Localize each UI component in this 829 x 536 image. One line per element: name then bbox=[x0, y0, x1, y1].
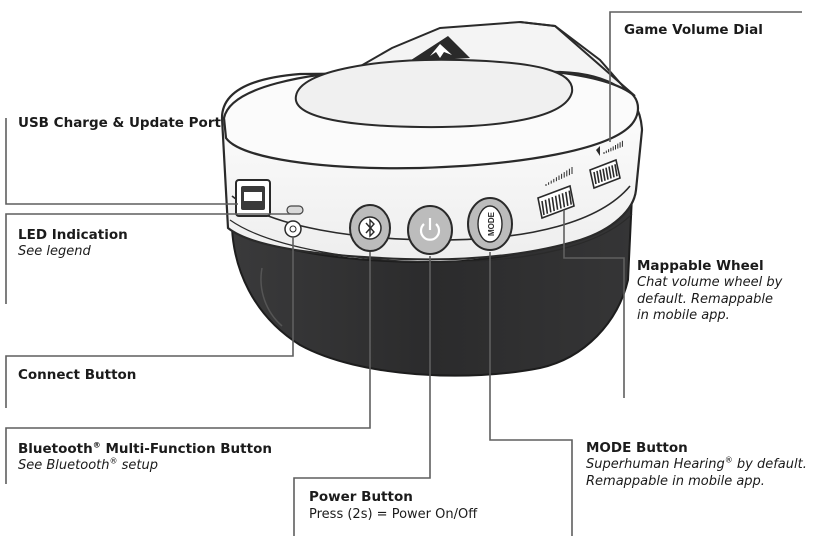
mappable-desc-2: default. Remappable bbox=[637, 291, 773, 307]
volume-icon bbox=[596, 146, 600, 156]
label-power: Power Button Press (2s) = Power On/Off bbox=[309, 489, 477, 523]
wheel-ridge bbox=[605, 167, 609, 180]
line-mode bbox=[489, 252, 573, 536]
line-led bbox=[5, 213, 290, 304]
wheel-ridge bbox=[608, 166, 612, 179]
bluetooth-title: Bluetooth® Multi-Function Button bbox=[18, 441, 272, 458]
wheel-ridge bbox=[611, 165, 615, 178]
bluetooth-title-main: Bluetooth bbox=[18, 441, 93, 457]
mappable-wheel-graphic bbox=[537, 167, 575, 220]
bluetooth-desc-main: See Bluetooth bbox=[18, 458, 110, 473]
wheel-ridge bbox=[554, 195, 559, 210]
bluetooth-desc-rest: setup bbox=[117, 458, 158, 473]
mode-button-graphic: MODE bbox=[467, 197, 513, 251]
wheel-ridge bbox=[593, 171, 597, 185]
bluetooth-desc: See Bluetooth® setup bbox=[18, 456, 272, 475]
mappable-desc-1: Chat volume wheel by bbox=[637, 275, 783, 290]
line-game-volume bbox=[609, 11, 802, 142]
wheel-ridge bbox=[602, 168, 606, 181]
line-connect bbox=[5, 236, 294, 408]
cushion-crease bbox=[260, 267, 283, 327]
label-usb-port: USB Charge & Update Port bbox=[18, 115, 221, 132]
bluetooth-desc-sup: ® bbox=[109, 456, 118, 466]
mode-desc-1: Superhuman Hearing® by default. bbox=[586, 455, 807, 474]
wheel-ridge bbox=[599, 169, 603, 182]
mode-button-text: MODE bbox=[487, 211, 496, 236]
wheel-ridge bbox=[565, 191, 569, 207]
connect-button-graphic bbox=[284, 220, 302, 238]
label-connect: Connect Button bbox=[18, 367, 136, 384]
power-button-graphic bbox=[407, 205, 453, 255]
ear-cushion-band bbox=[230, 192, 634, 377]
line-bluetooth bbox=[5, 252, 371, 484]
wheel-ridge bbox=[614, 164, 618, 177]
power-title: Power Button bbox=[309, 489, 413, 505]
mode-desc-1-main: Superhuman Hearing bbox=[586, 457, 725, 472]
label-bluetooth: Bluetooth® Multi-Function Button See Blu… bbox=[18, 441, 272, 475]
lid-dome bbox=[294, 58, 574, 129]
trim-ring bbox=[229, 213, 633, 263]
wheel-ridge bbox=[541, 200, 545, 216]
line-mappable bbox=[563, 210, 625, 398]
line-usb bbox=[5, 118, 238, 205]
label-led: LED Indication See legend bbox=[18, 227, 128, 261]
label-mappable-wheel: Mappable Wheel Chat volume wheel by defa… bbox=[637, 258, 782, 325]
usb-port-title: USB Charge & Update Port bbox=[18, 115, 221, 131]
turtle-beach-logo-icon bbox=[408, 36, 470, 62]
bluetooth-icon bbox=[365, 218, 375, 238]
connect-title: Connect Button bbox=[18, 367, 137, 383]
wheel-ridge bbox=[561, 193, 566, 208]
game-volume-dial-graphic bbox=[589, 140, 623, 190]
strap-edge bbox=[519, 21, 636, 97]
led-light bbox=[286, 205, 304, 215]
mappable-desc-3: in mobile app. bbox=[637, 308, 730, 323]
wheel-ridge bbox=[548, 198, 552, 213]
mode-title: MODE Button bbox=[586, 440, 688, 456]
game-volume-title: Game Volume Dial bbox=[624, 22, 763, 38]
mode-desc-1-rest: by default. bbox=[732, 457, 807, 472]
line-power bbox=[293, 256, 431, 536]
bluetooth-title-sup: ® bbox=[92, 440, 101, 450]
wheel-ridge bbox=[551, 196, 555, 212]
led-title: LED Indication bbox=[18, 227, 128, 243]
mode-desc-sup: ® bbox=[724, 455, 733, 465]
label-game-volume-dial: Game Volume Dial bbox=[624, 22, 763, 39]
callout-lines bbox=[5, 11, 802, 536]
wheel-ridge bbox=[544, 199, 549, 214]
mode-desc-2: Remappable in mobile app. bbox=[586, 473, 765, 489]
power-icon bbox=[419, 223, 441, 241]
wheel-ridge bbox=[558, 194, 562, 209]
wheel-ridge bbox=[568, 190, 572, 205]
label-mode: MODE Button Superhuman Hearing® by defau… bbox=[586, 440, 807, 490]
bluetooth-title-rest: Multi-Function Button bbox=[100, 441, 272, 457]
led-desc: See legend bbox=[18, 244, 91, 259]
usb-port bbox=[235, 179, 271, 217]
mappable-title: Mappable Wheel bbox=[637, 258, 764, 274]
power-desc: Press (2s) = Power On/Off bbox=[309, 507, 478, 522]
wheel-ridge bbox=[596, 170, 600, 184]
bluetooth-button-graphic bbox=[349, 204, 391, 252]
